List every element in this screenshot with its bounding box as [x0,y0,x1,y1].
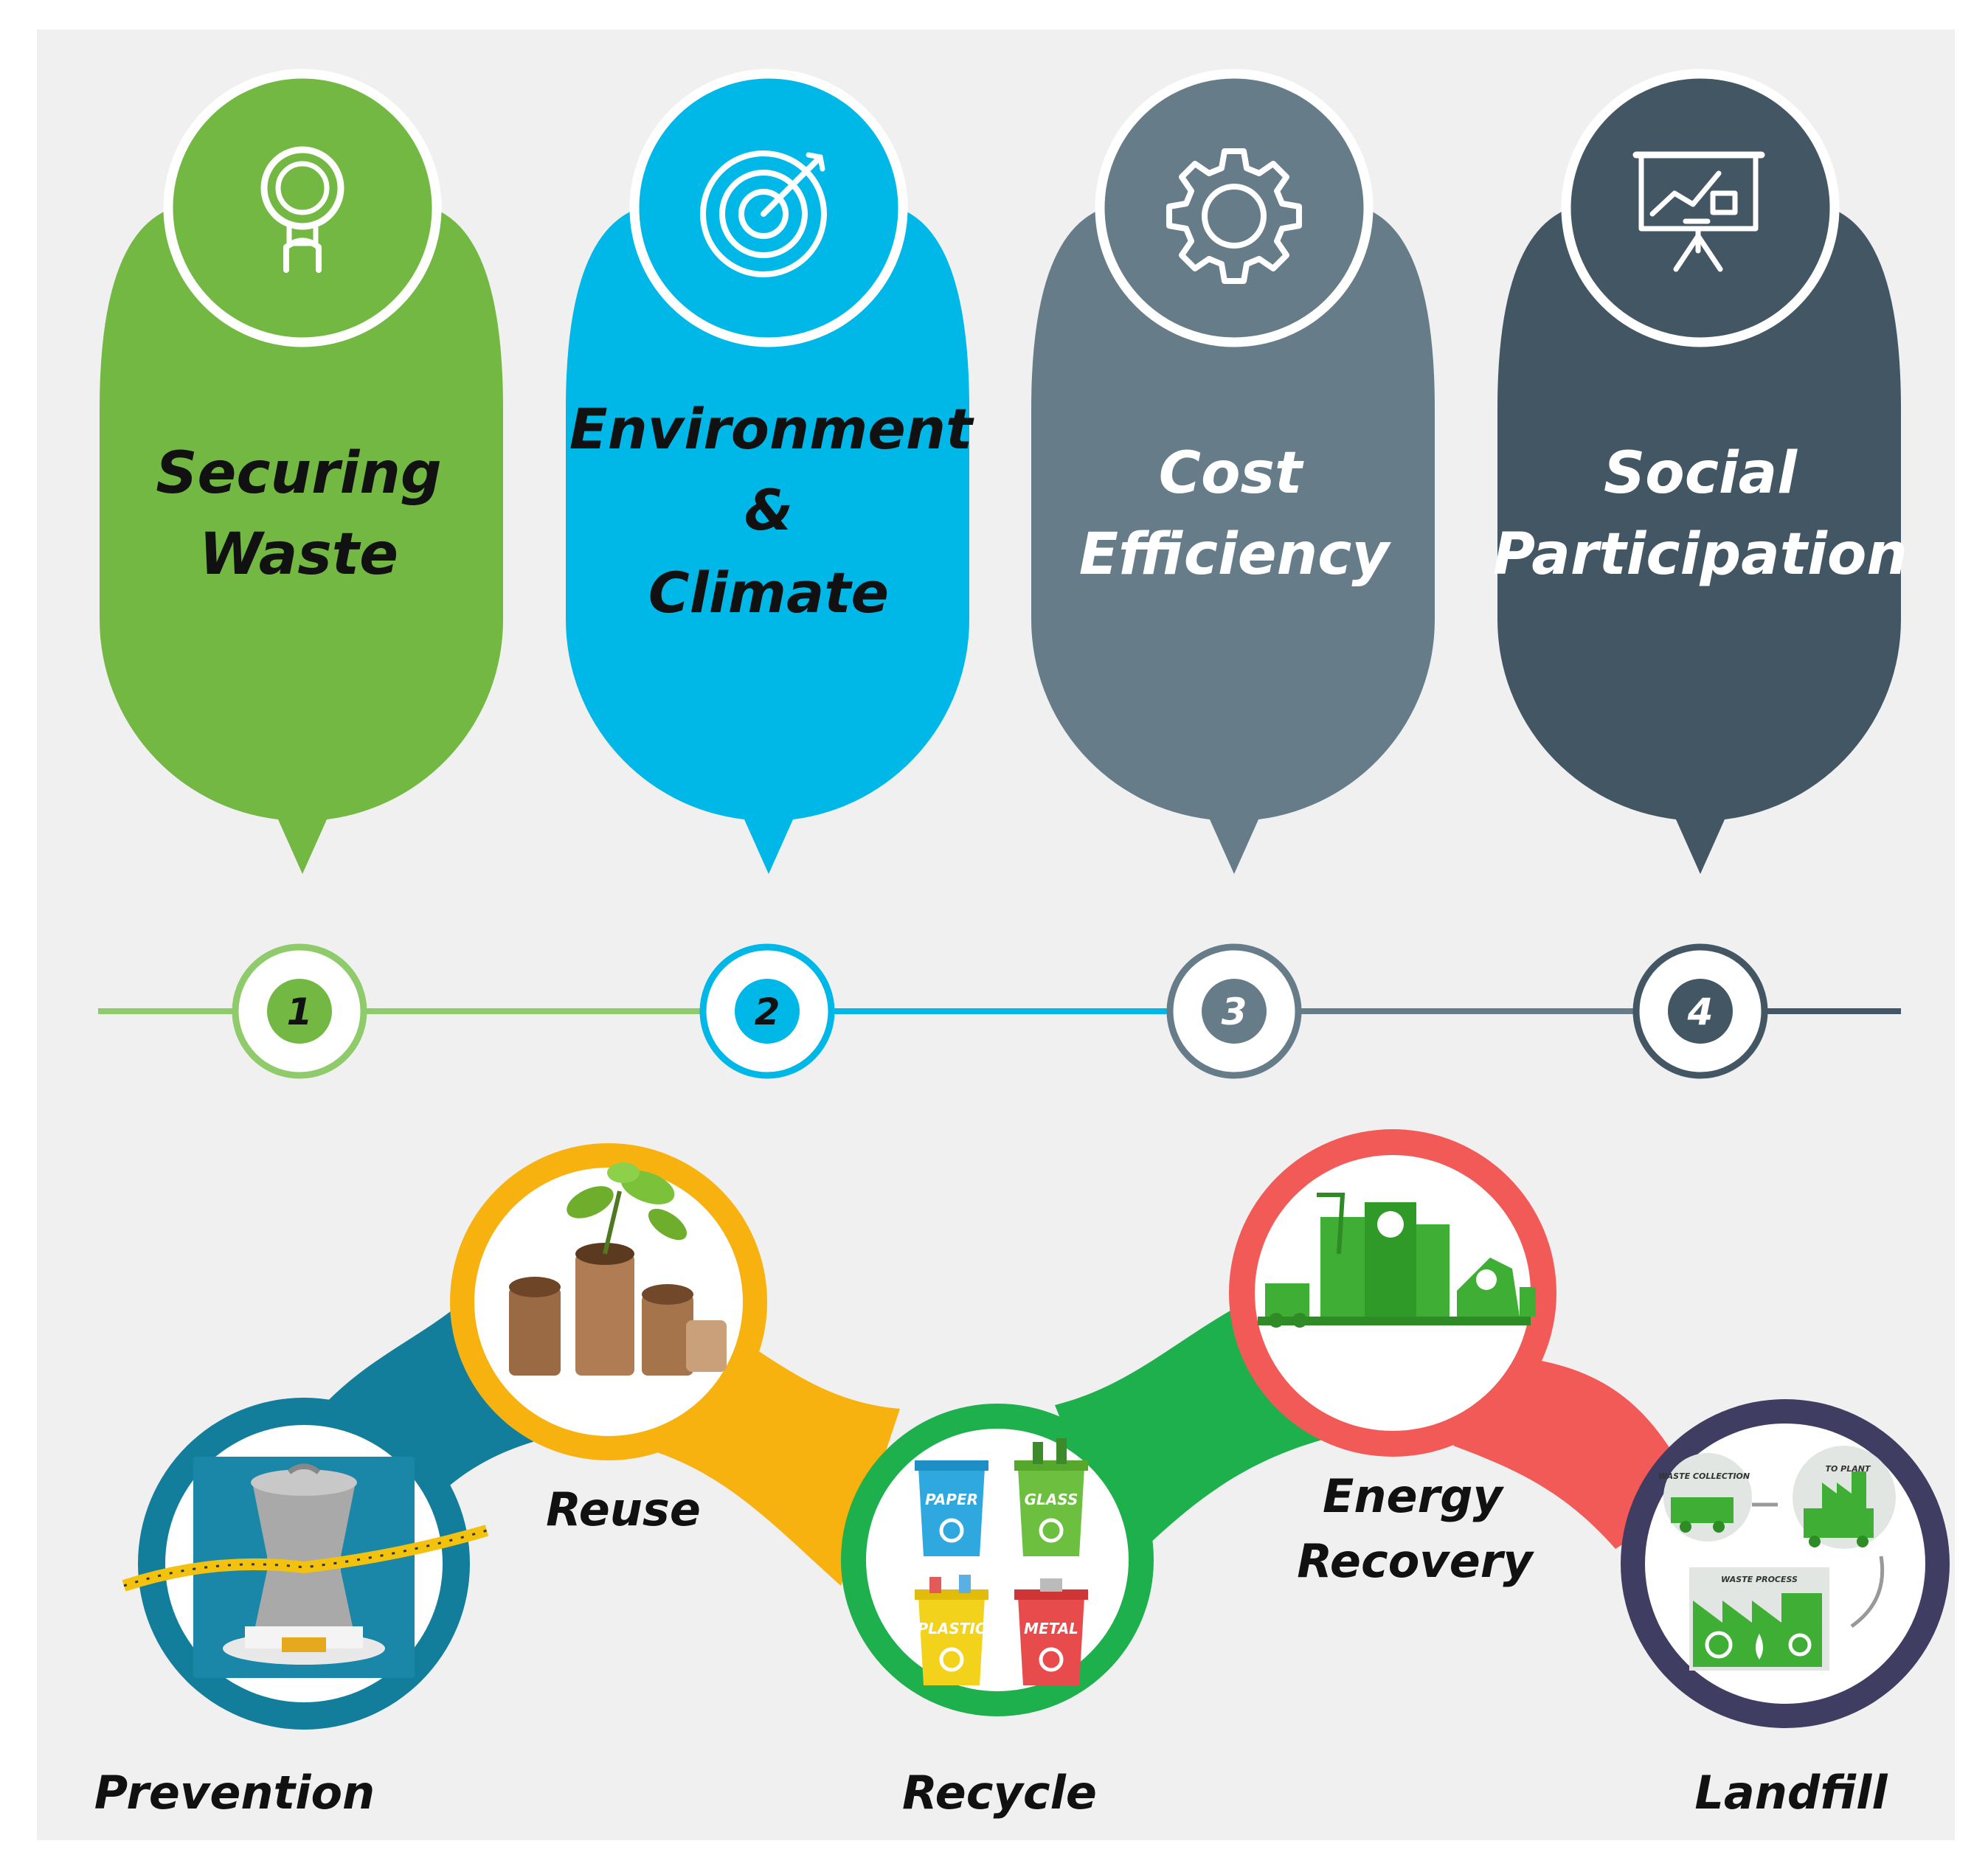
pillar-3-title-line-1: Cost [1159,440,1304,507]
label-recycle: Recycle [902,1766,1097,1820]
process-label-waste-process: WASTE PROCESS [1721,1575,1798,1584]
timeline-marker-4: 4 [1632,943,1768,1079]
bin-label-paper: PAPER [925,1491,978,1508]
recycling-bins-icon: PAPER GLASS PLASTIC [915,1438,1088,1685]
label-energy-recovery-line-2: Recovery [1297,1534,1534,1588]
pillar-1-title-line-2: Waste [199,521,398,588]
pillar-2-pin-shape [566,207,970,874]
pillar-1-icon-disc [163,69,442,347]
process-label-waste-collection: WASTE COLLECTION [1658,1471,1750,1481]
timeline-number-3: 3 [1222,991,1247,1033]
pillar-4-icon-disc [1561,69,1840,347]
bin-metal: METAL [1014,1578,1088,1685]
ring-recycle: PAPER GLASS PLASTIC [841,1404,1154,1716]
process-label-to-plant: TO PLANT [1826,1464,1871,1474]
bin-label-glass: GLASS [1025,1491,1078,1508]
pillar-2-title-line-2: & [744,477,793,543]
compressed-trash-can-icon [122,1457,489,1678]
bin-plastic: PLASTIC [915,1575,988,1685]
pillar-1-pin-shape [100,207,504,874]
label-energy-recovery-line-1: Energy [1323,1469,1504,1523]
pillar-social-participation: Social Participation [1493,69,1908,874]
pillar-3-icon-disc [1095,69,1374,347]
timeline-number-2: 2 [755,991,780,1033]
pillar-3-title-line-2: Efficiency [1079,521,1392,588]
label-reuse: Reuse [546,1483,701,1536]
timeline-marker-2: 2 [699,943,835,1079]
timeline: 1 2 3 4 [98,943,1901,1079]
pillar-securing-waste: Securing Waste [100,69,504,874]
pillar-environment-climate: Environment & Climate [566,69,974,874]
pillar-4-title-line-1: Social [1604,440,1798,507]
waste-process-cycle-icon: WASTE COLLECTION TO PLANT WASTE PROCESS [1658,1446,1896,1671]
cardboard-tube-planter-icon [509,1162,727,1376]
timeline-number-4: 4 [1687,991,1714,1033]
target-icon [700,150,827,277]
ring-energy-recovery [1229,1129,1556,1457]
ring-prevention [122,1398,489,1730]
ring-reuse [450,1143,767,1460]
timeline-marker-3: 3 [1166,943,1302,1079]
person-icon [260,146,344,273]
gear-icon [1166,148,1302,284]
waste-to-energy-plant-icon [1258,1193,1536,1328]
label-prevention: Prevention [94,1766,375,1820]
pillar-2-title-line-3: Climate [648,560,889,625]
bin-label-plastic: PLASTIC [917,1620,986,1637]
ring-landfill: WASTE COLLECTION TO PLANT WASTE PROCESS [1621,1399,1950,1728]
bin-label-metal: METAL [1024,1620,1078,1637]
pillar-4-pin-shape [1497,207,1902,874]
label-landfill: Landfill [1694,1766,1888,1820]
pillar-cost-efficiency: Cost Efficiency [1031,69,1435,874]
presentation-board-icon [1632,151,1765,272]
pillar-2-title-line-1: Environment [569,396,974,462]
waste-hierarchy-chain: PAPER GLASS PLASTIC [94,1129,1950,1820]
pillar-3-pin-shape [1031,207,1435,874]
bin-paper: PAPER [915,1460,988,1556]
timeline-marker-1: 1 [232,943,367,1079]
pillar-1-title-line-1: Securing [156,440,441,507]
bin-glass: GLASS [1014,1438,1088,1556]
pillar-4-title-line-2: Participation [1493,521,1908,588]
timeline-number-1: 1 [287,991,313,1033]
